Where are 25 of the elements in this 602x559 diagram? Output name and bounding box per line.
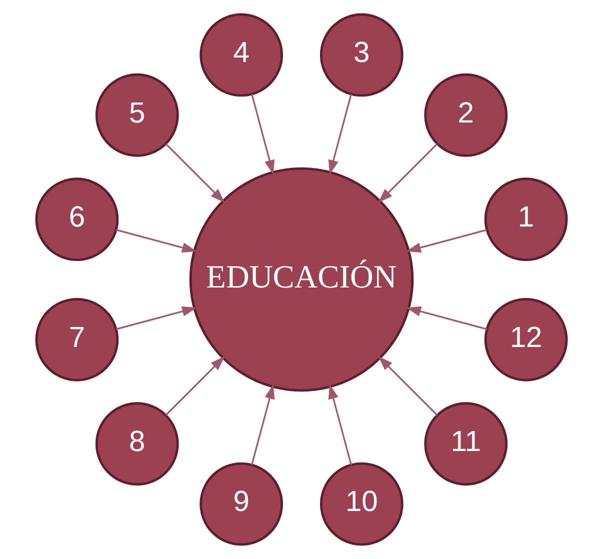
node-circle: 7 [34,298,118,382]
arrow [164,143,224,203]
node-circle: EDUCACIÓN [188,167,414,392]
arrow [115,306,196,330]
arrow [406,229,487,253]
arrow [328,384,352,466]
arrow [115,229,196,253]
node-circle: 11 [424,402,508,486]
arrow [164,356,224,416]
node-circle: 9 [199,462,283,546]
node-circle: 2 [424,73,508,157]
node-circle: 4 [199,13,283,97]
node-circle: 3 [319,13,403,97]
node-circle: 5 [94,73,178,157]
node-circle: 6 [34,178,118,262]
arrow [378,356,438,416]
arrow [378,143,438,203]
node-circle: 1 [484,178,568,262]
arrow [250,384,274,466]
node-circle: 8 [94,402,178,486]
arrow [406,306,487,330]
node-circle: 10 [319,462,403,546]
arrow [250,94,274,175]
node-circle: 12 [484,298,568,382]
arrow [328,94,352,175]
